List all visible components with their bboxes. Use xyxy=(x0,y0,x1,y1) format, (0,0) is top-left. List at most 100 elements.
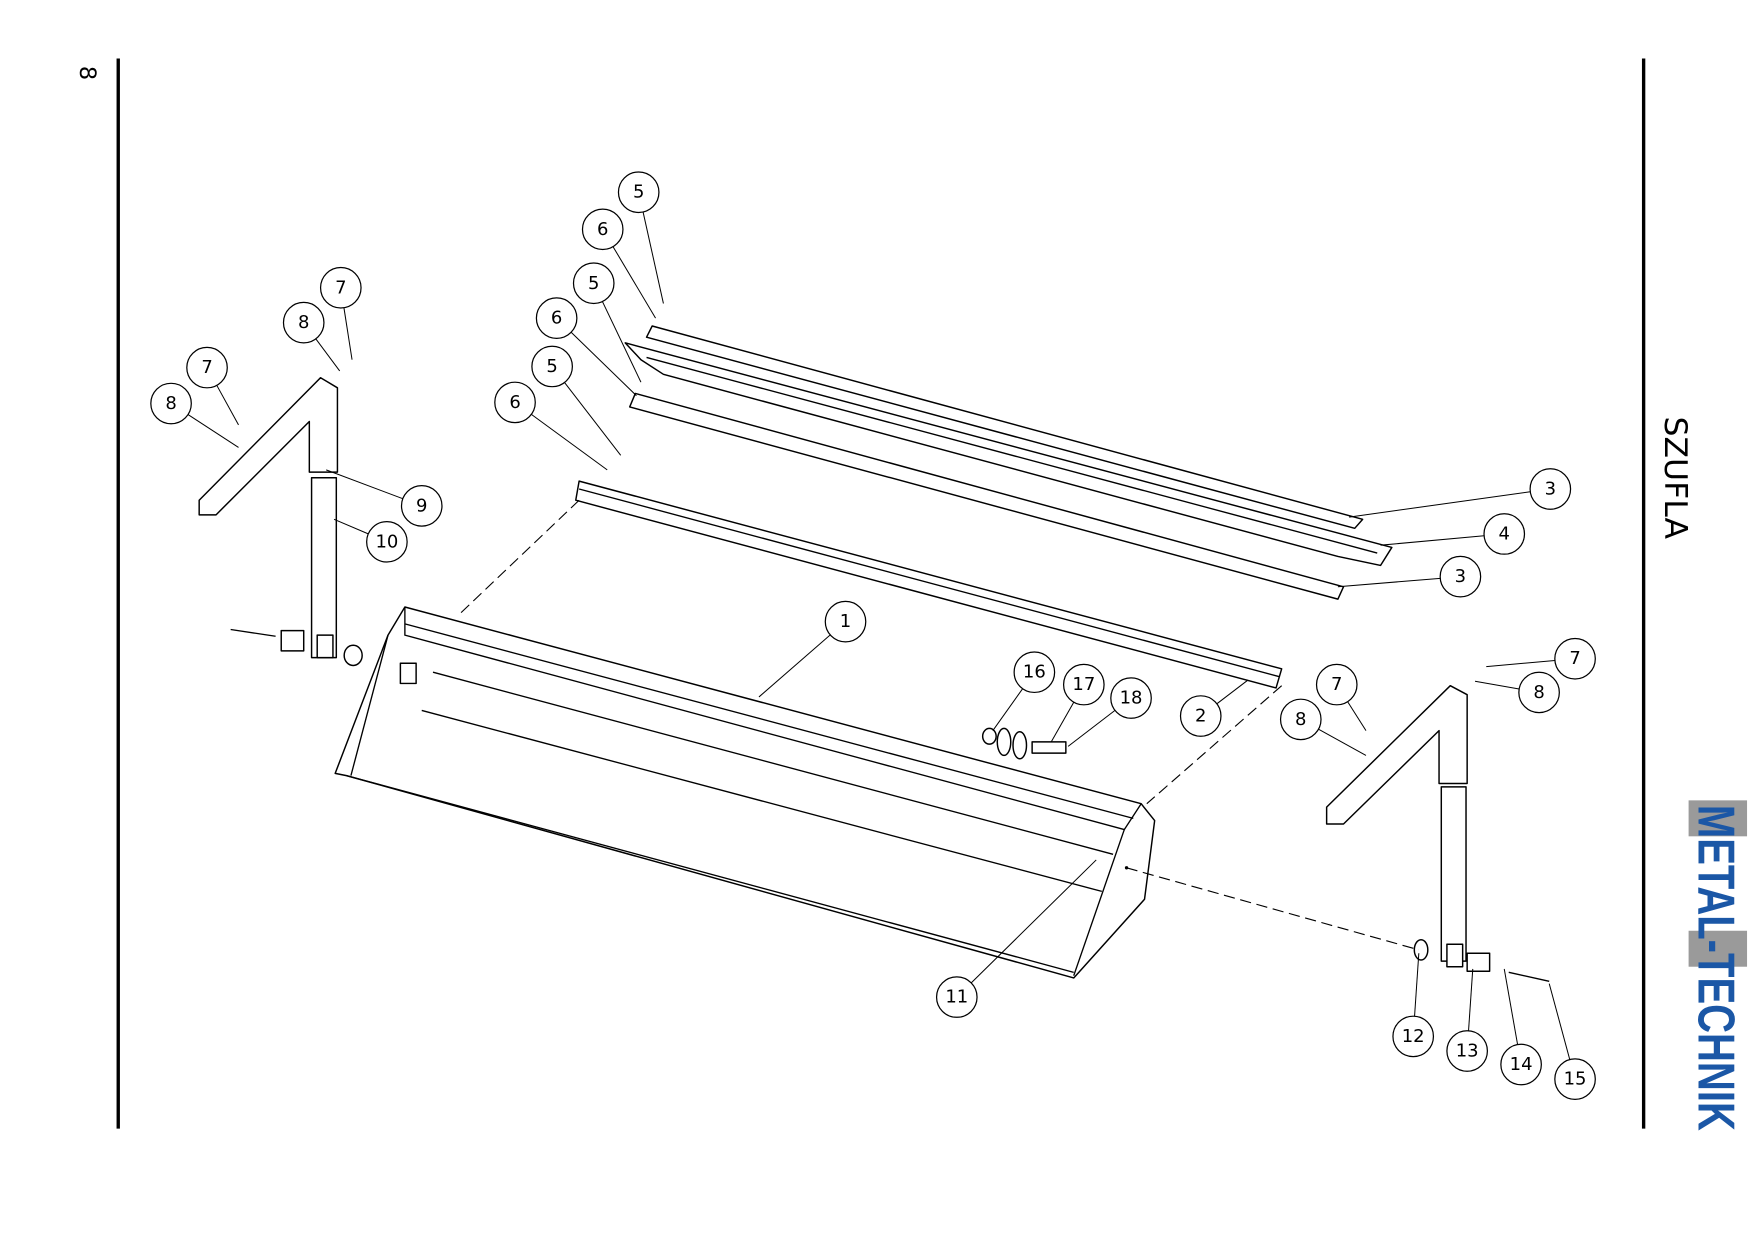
leader-line xyxy=(187,414,239,448)
callout-6: 6 xyxy=(494,381,608,471)
callout-number: 1 xyxy=(840,611,851,632)
leader-line xyxy=(1067,709,1116,747)
leader-line xyxy=(564,382,622,456)
callout-number: 6 xyxy=(597,219,608,240)
balloon-circle xyxy=(1279,698,1322,741)
callout-number: 7 xyxy=(1331,674,1342,695)
callout-16: 16 xyxy=(992,651,1056,731)
callout-8: 8 xyxy=(282,301,341,372)
callout-10: 10 xyxy=(333,518,408,563)
balloon-circle xyxy=(1392,1015,1435,1058)
callout-number: 6 xyxy=(509,392,520,413)
bracket-right xyxy=(1325,684,1550,982)
leader-line xyxy=(1347,701,1367,731)
balloon-circle xyxy=(1500,1043,1542,1086)
balloon-circle xyxy=(282,301,325,344)
callout-5: 5 xyxy=(531,345,622,456)
callout-number: 7 xyxy=(1569,648,1580,669)
callout-number: 8 xyxy=(165,393,176,414)
callout-12: 12 xyxy=(1392,953,1435,1058)
leader-line xyxy=(1380,535,1485,546)
leader-line xyxy=(970,859,1097,984)
callout-number: 5 xyxy=(633,182,644,203)
callout-number: 5 xyxy=(588,273,599,294)
callout-6: 6 xyxy=(535,297,637,397)
callout-13: 13 xyxy=(1446,968,1489,1072)
callout-4: 4 xyxy=(1380,513,1526,555)
callout-number: 8 xyxy=(1295,709,1306,730)
callout-number: 3 xyxy=(1545,478,1556,499)
callout-number: 12 xyxy=(1402,1026,1425,1047)
callout-number: 2 xyxy=(1195,706,1206,727)
leader-line xyxy=(992,688,1024,731)
leader-line xyxy=(333,518,369,535)
leader-line xyxy=(1486,660,1555,668)
callout-number: 10 xyxy=(375,531,398,552)
hinge-parts-16-18 xyxy=(981,727,1067,760)
leader-line xyxy=(1414,953,1420,1017)
callout-15: 15 xyxy=(1548,983,1596,1100)
callout-number: 8 xyxy=(298,312,309,333)
strip-part-3-upper xyxy=(645,325,1364,530)
balloon-circle xyxy=(1439,555,1482,598)
leader-line xyxy=(1548,983,1571,1060)
balloon-circle xyxy=(1483,513,1526,555)
callout-1: 1 xyxy=(758,600,867,698)
callout-9: 9 xyxy=(326,469,443,527)
leader-line xyxy=(315,338,341,372)
callout-8: 8 xyxy=(150,382,239,448)
balloon-circle xyxy=(1062,663,1105,706)
leader-line xyxy=(326,469,403,500)
callout-number: 6 xyxy=(551,308,562,329)
balloon-circle xyxy=(366,520,408,563)
callout-number: 9 xyxy=(416,495,427,516)
callout-7: 7 xyxy=(1486,637,1596,680)
callout-number: 5 xyxy=(546,356,557,377)
leader-line xyxy=(758,634,831,698)
leader-line xyxy=(1474,680,1520,690)
callout-7: 7 xyxy=(1315,663,1367,731)
balloon-circle xyxy=(1554,637,1596,680)
callout-11: 11 xyxy=(935,859,1097,1018)
balloon-circle xyxy=(1315,663,1358,706)
callout-number: 7 xyxy=(201,357,212,378)
callout-17: 17 xyxy=(1050,663,1105,743)
balloon-circle xyxy=(1110,677,1152,719)
leader-line xyxy=(612,246,656,319)
callout-3: 3 xyxy=(1349,468,1572,518)
balloon-circle xyxy=(535,297,578,339)
balloon-circle xyxy=(1554,1058,1596,1100)
leader-line xyxy=(531,413,608,471)
section-title: SZUFLA xyxy=(1657,417,1693,540)
callout-18: 18 xyxy=(1067,677,1152,747)
callout-number: 13 xyxy=(1456,1041,1479,1062)
callout-8: 8 xyxy=(1279,698,1367,756)
balloon-circle xyxy=(581,208,624,251)
callout-number: 14 xyxy=(1510,1054,1533,1075)
bucket-part-1 xyxy=(334,606,1156,979)
callout-14: 14 xyxy=(1500,968,1542,1086)
balloon-circle xyxy=(150,382,192,425)
leader-line xyxy=(1050,701,1075,743)
balloon-circle xyxy=(400,484,443,527)
callout-3: 3 xyxy=(1337,555,1482,598)
callout-number: 16 xyxy=(1023,662,1046,683)
bar-part-2 xyxy=(575,480,1283,689)
leader-line xyxy=(1349,491,1531,518)
balloon-circle xyxy=(1518,671,1560,714)
leader-line xyxy=(343,307,353,360)
callout-number: 18 xyxy=(1120,688,1143,709)
leader-line xyxy=(1216,679,1249,705)
balloon-circle xyxy=(319,266,362,309)
balloon-circle xyxy=(1013,651,1056,694)
leader-line xyxy=(1503,968,1519,1045)
callout-2: 2 xyxy=(1179,679,1249,737)
balloon-circle xyxy=(186,346,228,389)
callout-number: 3 xyxy=(1455,566,1466,587)
callout-number: 4 xyxy=(1499,523,1510,544)
callout-6: 6 xyxy=(581,208,656,319)
balloon-circle xyxy=(572,262,615,305)
leader-line xyxy=(570,331,637,397)
